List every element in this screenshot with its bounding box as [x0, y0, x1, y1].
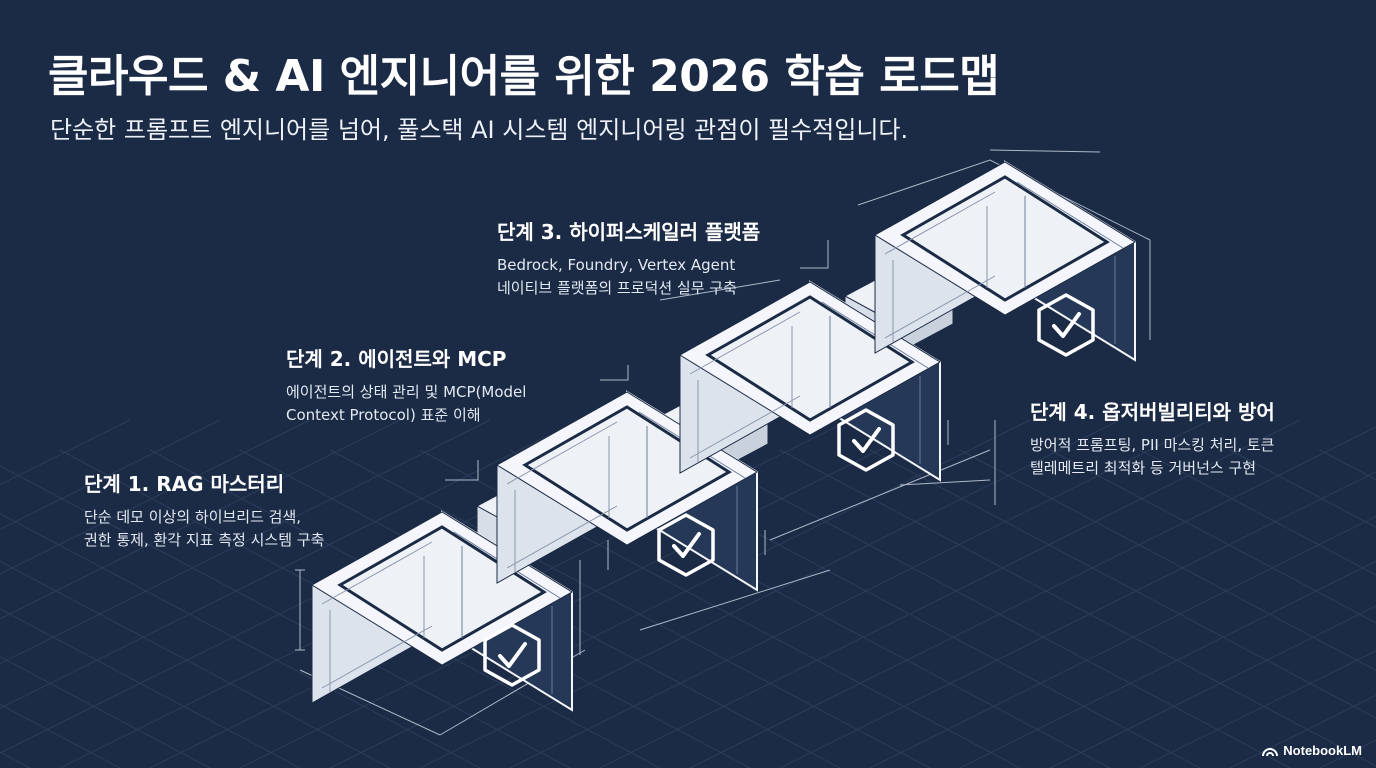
stage-2-label: 단계 2. 에이전트와 MCP 에이전트의 상태 관리 및 MCP(Model …: [286, 343, 526, 427]
stage-3-desc-line-2: 네이티브 플랫폼의 프로덕션 실무 구축: [497, 279, 737, 297]
stage-1-label: 단계 1. RAG 마스터리 단순 데모 이상의 하이브리드 검색, 권한 통제…: [84, 468, 324, 552]
stage-1-desc-line-1: 단순 데모 이상의 하이브리드 검색,: [84, 508, 302, 526]
brand-label: NotebookLM: [1283, 743, 1362, 758]
notebooklm-logo-icon: [1262, 747, 1279, 756]
stage-2-title: 단계 2. 에이전트와 MCP: [286, 347, 507, 371]
stage-block-4: [873, 160, 1137, 362]
page-title: 클라우드 & AI 엔지니어를 위한 2026 학습 로드맵: [48, 51, 1000, 102]
brand-watermark: NotebookLM: [1262, 743, 1362, 758]
stage-4-desc-line-1: 방어적 프롬프팅, PII 마스킹 처리, 토큰: [1030, 436, 1275, 454]
stage-3-desc-line-1: Bedrock, Foundry, Vertex Agent: [497, 256, 736, 274]
stage-4-label: 단계 4. 옵저버빌리티와 방어 방어적 프롬프팅, PII 마스킹 처리, 토…: [1030, 396, 1275, 480]
stage-3-title: 단계 3. 하이퍼스케일러 플랫폼: [497, 220, 761, 244]
stage-4-desc-line-2: 텔레메트리 최적화 등 거버넌스 구현: [1030, 459, 1257, 477]
stage-2-desc-line-1: 에이전트의 상태 관리 및 MCP(Model: [286, 383, 527, 401]
page-subtitle: 단순한 프롬프트 엔지니어를 넘어, 풀스택 AI 시스템 엔지니어링 관점이 …: [50, 116, 909, 144]
stage-1-desc-line-2: 권한 통제, 환각 지표 측정 시스템 구축: [84, 531, 325, 549]
dimension-lines: [295, 149, 1151, 736]
stage-3-label: 단계 3. 하이퍼스케일러 플랫폼 Bedrock, Foundry, Vert…: [497, 216, 760, 300]
floor-grid: [0, 419, 1376, 768]
stage-4-title: 단계 4. 옵저버빌리티와 방어: [1030, 400, 1275, 424]
stage-2-desc-line-2: Context Protocol) 표준 이해: [286, 406, 481, 424]
stage-1-title: 단계 1. RAG 마스터리: [84, 472, 285, 496]
